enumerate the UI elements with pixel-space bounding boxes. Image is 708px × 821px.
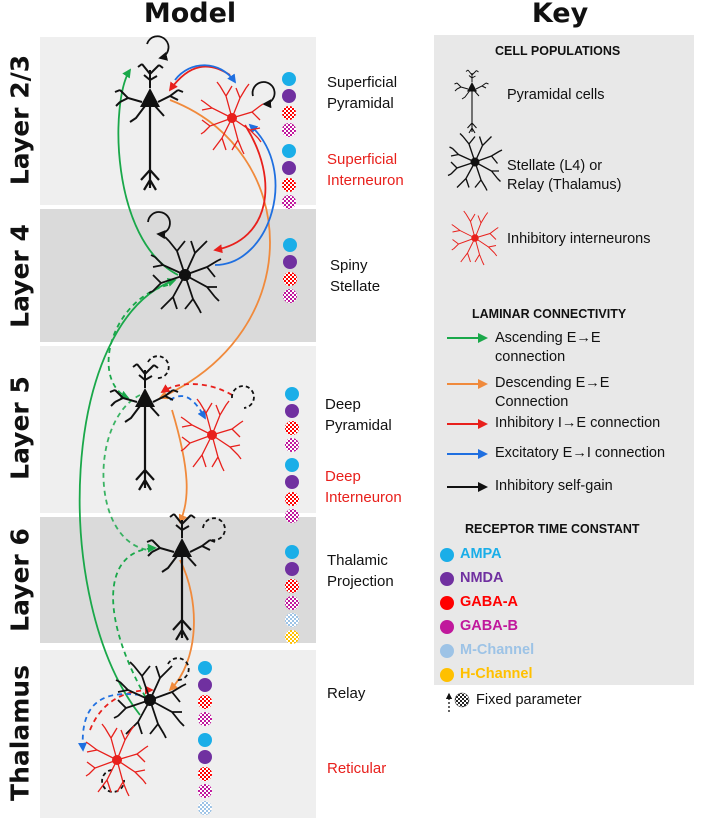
receptors-superficial-pyramidal	[282, 72, 296, 137]
deep-interneuron-label: Deep Interneuron	[325, 468, 402, 506]
deep-pyramidal-label: Deep Pyramidal	[325, 396, 392, 434]
key-fixed-parameter-label: Fixed parameter	[476, 692, 582, 708]
key-gaba-b-label: GABA-B	[460, 618, 518, 634]
thalamus-panel	[40, 650, 316, 818]
key-panel	[434, 35, 694, 685]
deep-pyramidal-cell	[108, 362, 180, 492]
key-stellate-label: Stellate (L4) or Relay (Thalamus)	[507, 158, 622, 193]
receptors-thalamic-projection	[285, 545, 299, 644]
receptors-superficial-interneuron	[282, 144, 296, 209]
reticular-cell	[85, 723, 149, 797]
superficial-pyramidal-label: Superficial Pyramidal	[327, 74, 398, 112]
key-receptor-dots	[440, 548, 454, 682]
model-heading: Model	[143, 0, 237, 29]
relay-label: Relay	[327, 685, 366, 702]
inhibitory-connections	[89, 65, 267, 731]
superficial-interneuron-label: Superficial Interneuron	[327, 151, 404, 189]
key-gaba-a-label: GABA-A	[460, 594, 518, 610]
thalamic-projection-label: Thalamic Projection	[327, 552, 394, 590]
key-m-channel-label: M-Channel	[460, 642, 535, 658]
receptors-spiny-stellate	[283, 238, 297, 303]
receptors-reticular	[198, 733, 212, 815]
key-descending-label: Descending E→E Connection	[495, 375, 610, 410]
reticular-label: Reticular	[327, 760, 387, 777]
relay-cell	[113, 661, 187, 739]
self-gain-loops	[101, 35, 276, 793]
key-pyramidal-label: Pyramidal cells	[507, 87, 605, 103]
receptors-relay	[198, 661, 212, 726]
receptor-time-constant-title: RECEPTOR TIME CONSTANT	[465, 522, 640, 536]
spiny-stellate-cell	[148, 236, 222, 314]
deep-interneuron-cell	[180, 398, 244, 472]
descending-connections	[158, 99, 271, 692]
laminar-connectivity-title: LAMINAR CONNECTIVITY	[472, 307, 627, 321]
key-interneuron-label: Inhibitory interneurons	[507, 231, 651, 247]
key-inhibitory-label: Inhibitory I→E connection	[495, 415, 661, 431]
key-connection-arrows	[447, 333, 488, 492]
key-heading: Key	[531, 0, 589, 29]
layer-2-3-panel	[40, 37, 316, 205]
spiny-stellate-label: Spiny Stellate	[330, 257, 381, 295]
excitatory-connections	[78, 64, 277, 752]
key-h-channel-label: H-Channel	[460, 666, 533, 682]
thalamic-projection-cell	[145, 512, 217, 642]
key-stellate-icon	[447, 132, 503, 192]
key-ascending-label: Ascending E→E connection	[495, 330, 601, 365]
cell-populations-title: CELL POPULATIONS	[495, 44, 621, 58]
receptors-deep-interneuron	[285, 458, 299, 523]
key-ampa-label: AMPA	[460, 546, 502, 562]
key-self-gain-label: Inhibitory self-gain	[495, 478, 613, 494]
key-fixed-parameter-icon	[445, 692, 470, 712]
key-pyramidal-icon	[453, 69, 490, 134]
ascending-connections	[78, 68, 179, 716]
key-nmda-label: NMDA	[460, 570, 504, 586]
key-interneuron-icon	[451, 210, 499, 266]
receptors-deep-pyramidal	[285, 387, 299, 452]
key-excitatory-label: Excitatory E→I connection	[495, 445, 666, 461]
